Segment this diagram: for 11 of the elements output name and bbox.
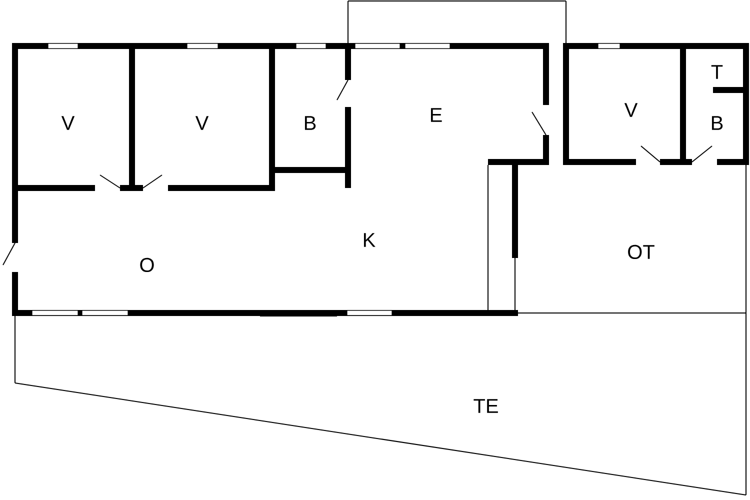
room-label: V bbox=[624, 103, 638, 117]
room-label: OT bbox=[628, 244, 654, 260]
room-label: V bbox=[61, 116, 75, 130]
room-label: O bbox=[140, 258, 154, 272]
room-label: E bbox=[430, 108, 442, 122]
room-label: B bbox=[304, 116, 316, 130]
room-label: K bbox=[364, 233, 376, 247]
room-label: TE bbox=[474, 399, 498, 413]
room-label: V bbox=[195, 116, 209, 130]
room-label: T bbox=[711, 65, 723, 79]
room-label: B bbox=[712, 116, 723, 130]
